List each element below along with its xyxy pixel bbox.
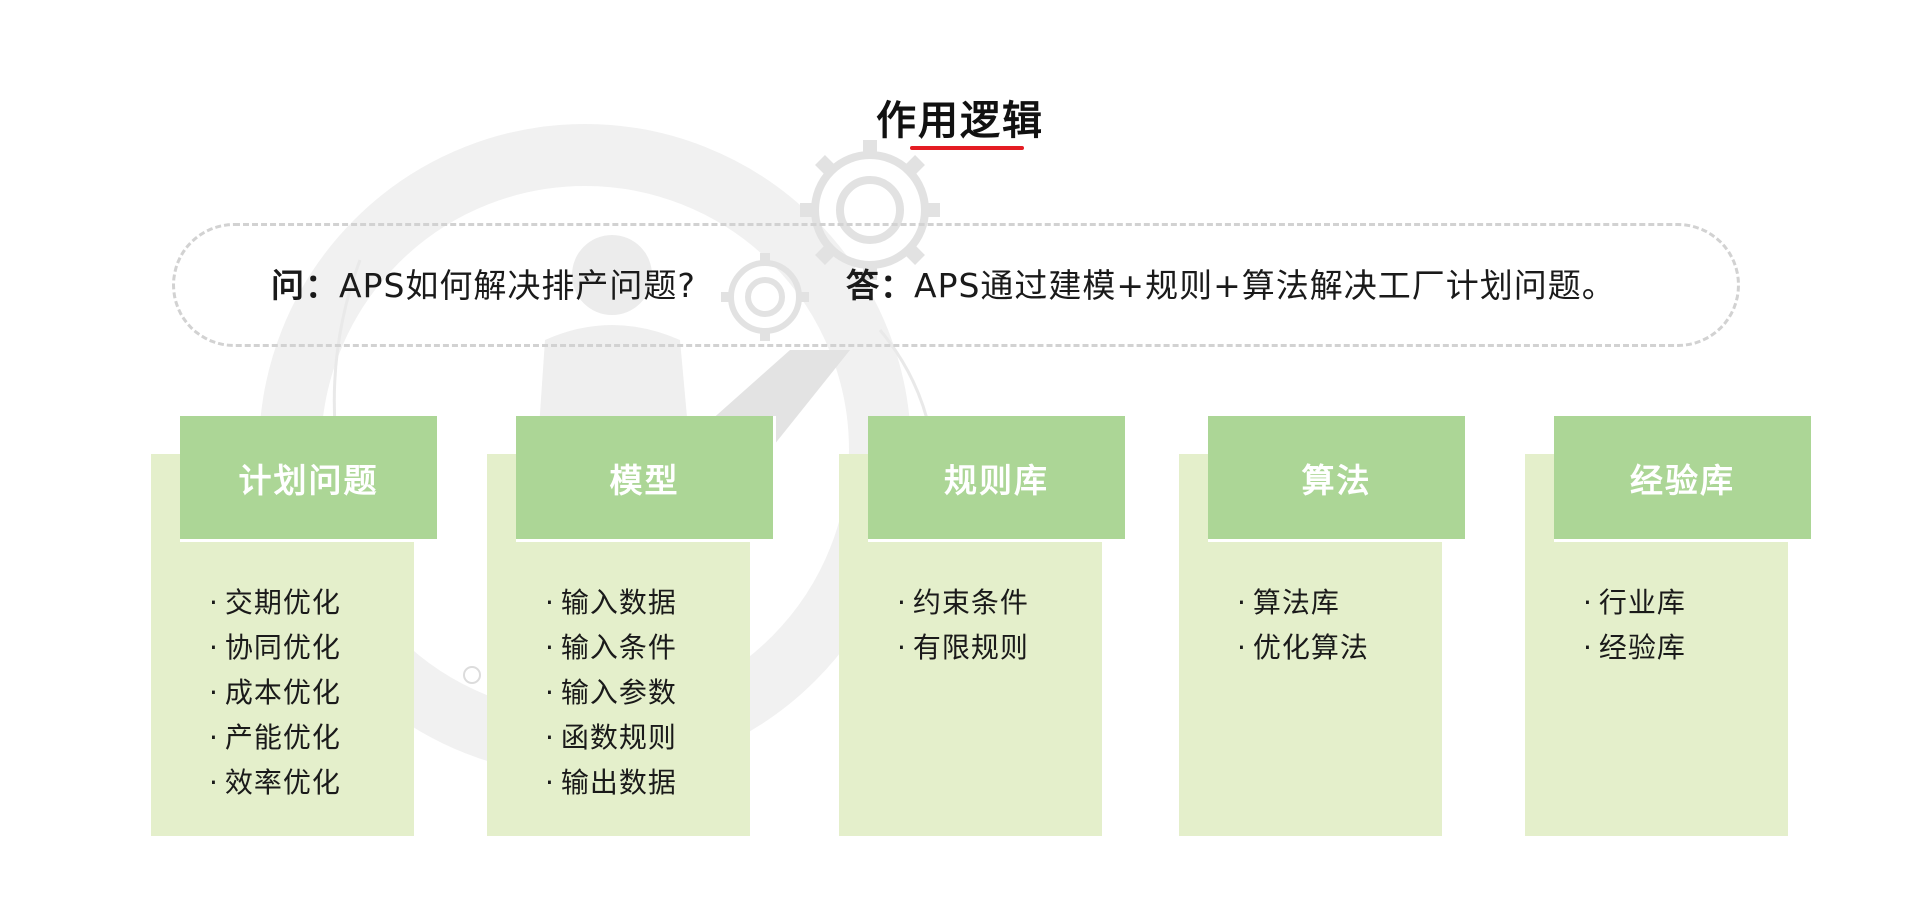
column-model: 模型 输入数据 输入条件 输入参数 函数规则 输出数据: [487, 416, 917, 836]
column-item-list: 交期优化 协同优化 成本优化 产能优化 效率优化: [209, 580, 341, 805]
column-title: 计划问题: [238, 460, 379, 500]
list-item: 优化算法: [1237, 625, 1369, 670]
column-algorithm: 算法 算法库 优化算法: [1179, 416, 1609, 836]
list-item: 协同优化: [209, 625, 341, 670]
list-item: 成本优化: [209, 670, 341, 715]
list-item: 输入数据: [545, 580, 677, 625]
column-rule-library: 规则库 约束条件 有限规则: [839, 416, 1269, 836]
list-item: 行业库: [1583, 580, 1686, 625]
column-item-list: 输入数据 输入条件 输入参数 函数规则 输出数据: [545, 580, 677, 805]
answer-text: 答：APS通过建模+规则+算法解决工厂计划问题。: [846, 264, 1616, 308]
title-underline: [910, 146, 1024, 150]
list-item: 产能优化: [209, 715, 341, 760]
page-title: 作用逻辑: [876, 98, 1044, 144]
list-item: 效率优化: [209, 760, 341, 805]
list-item: 输入条件: [545, 625, 677, 670]
list-item: 输入参数: [545, 670, 677, 715]
list-item: 交期优化: [209, 580, 341, 625]
column-item-list: 行业库 经验库: [1583, 580, 1686, 670]
answer-body: APS通过建模+规则+算法解决工厂计划问题。: [914, 266, 1616, 305]
question-text: 问：APS如何解决排产问题?: [271, 264, 696, 308]
list-item: 算法库: [1237, 580, 1369, 625]
list-item: 经验库: [1583, 625, 1686, 670]
list-item: 输出数据: [545, 760, 677, 805]
column-header: 经验库: [1554, 416, 1814, 542]
list-item: 函数规则: [545, 715, 677, 760]
column-title: 模型: [609, 460, 680, 500]
column-header: 计划问题: [180, 416, 440, 542]
title-container: 作用逻辑: [0, 88, 1920, 146]
column-header: 模型: [516, 416, 776, 542]
column-item-list: 约束条件 有限规则: [897, 580, 1029, 670]
answer-prefix: 答：: [846, 266, 914, 305]
column-header: 规则库: [868, 416, 1128, 542]
column-experience-library: 经验库 行业库 经验库: [1525, 416, 1920, 836]
column-plan-problem: 计划问题 交期优化 协同优化 成本优化 产能优化 效率优化: [151, 416, 581, 836]
column-title: 规则库: [944, 460, 1049, 500]
column-item-list: 算法库 优化算法: [1237, 580, 1369, 670]
column-title: 算法: [1301, 460, 1372, 500]
column-title: 经验库: [1630, 460, 1735, 500]
list-item: 约束条件: [897, 580, 1029, 625]
qa-dashed-box: [172, 223, 1740, 347]
list-item: 有限规则: [897, 625, 1029, 670]
column-header: 算法: [1208, 416, 1468, 542]
question-prefix: 问：: [271, 266, 339, 305]
question-body: APS如何解决排产问题?: [339, 266, 696, 305]
